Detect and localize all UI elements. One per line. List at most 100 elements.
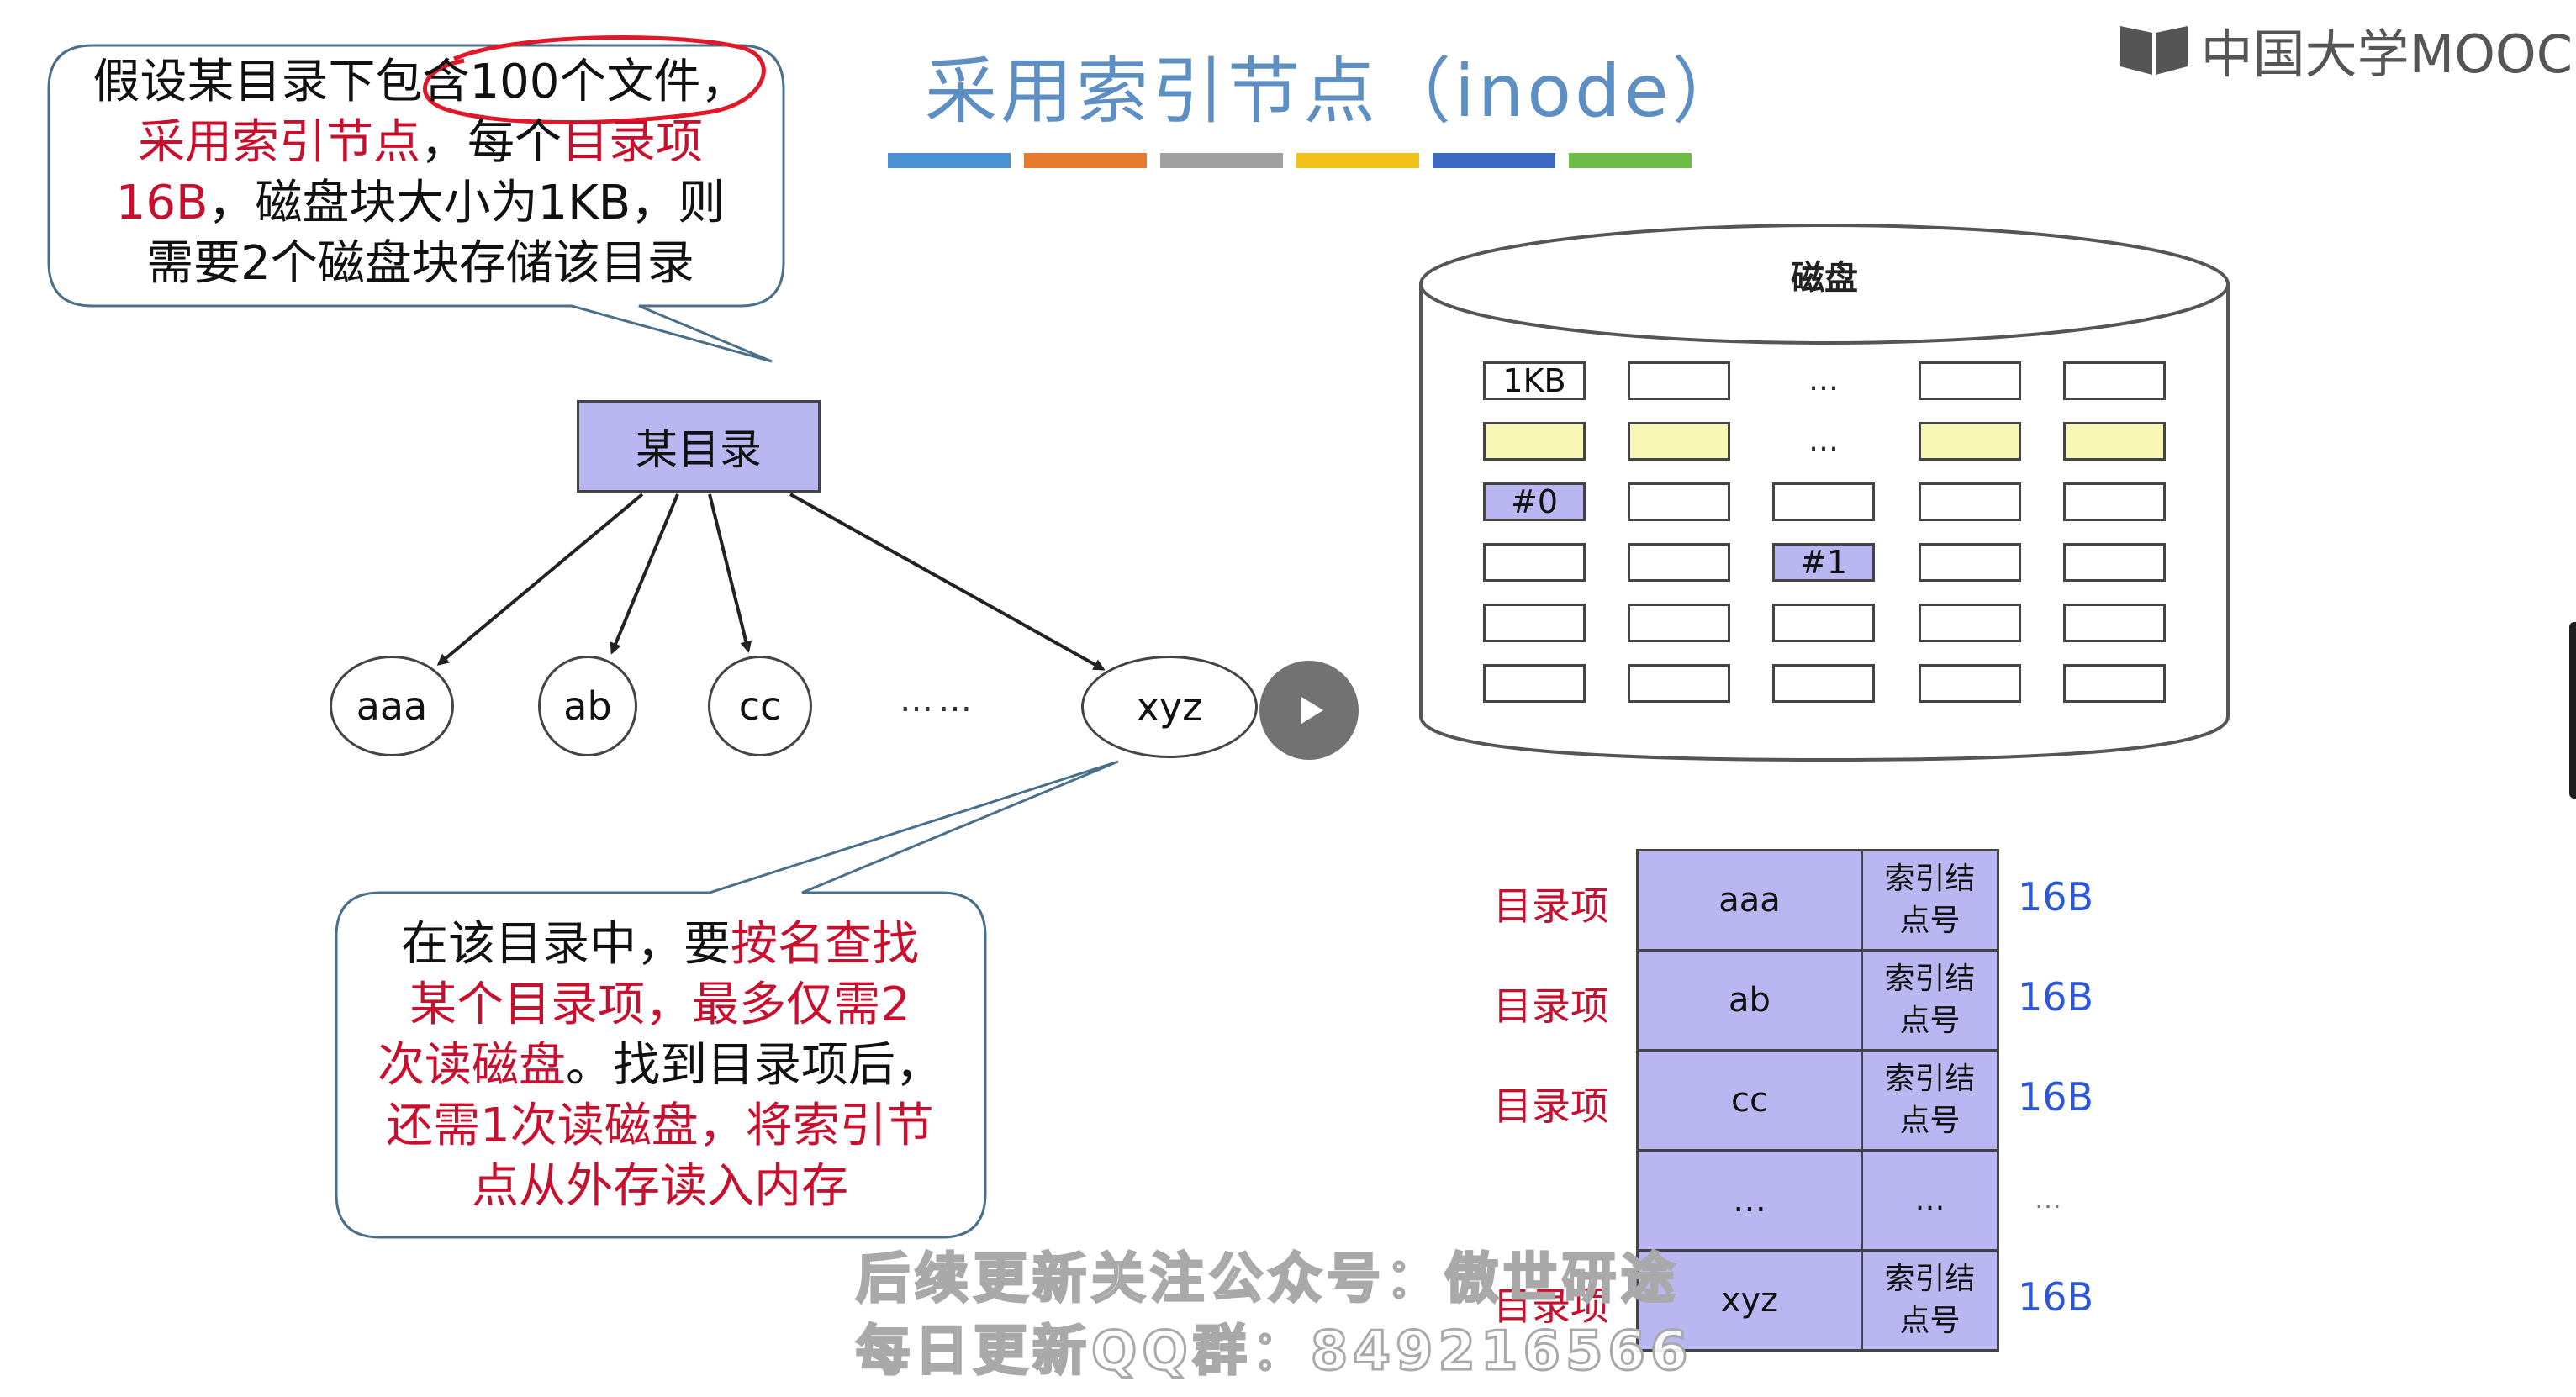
disk-block [1919,664,2021,703]
callout-line: 需要2个磁盘块存储该目录 [146,236,694,291]
disk-block [1919,422,2021,461]
callout-red-text: 次读磁盘 [377,1038,566,1093]
callout-red-text: 目录项 [562,115,703,170]
color-bar-segment [888,153,1011,168]
disk-ellipsis: … [1808,424,1839,458]
disk-block [1628,422,1730,461]
disk-block [2063,361,2166,400]
file-node-aaa: aaa [330,656,454,756]
directory-node: 某目录 [577,400,821,493]
color-bar-segment [1024,153,1147,168]
callout-red-text: 采用索引节点 [138,115,420,170]
disk-block: #1 [1772,543,1875,582]
callout-line: 。找到目录项后， [566,1038,942,1093]
entry-inode-cell: 索引结点号 [1861,1249,1999,1352]
disk-block [1628,543,1730,582]
entry-size-label: 16B [2018,1274,2094,1320]
side-panel-handle[interactable] [2569,622,2576,799]
disk-block [1483,664,1586,703]
callout-red-text: 还需1次读磁盘，将索引节 [386,1099,934,1153]
disk-block [2063,604,2166,642]
inode-label-line: 点号 [1899,1304,1961,1338]
entry-inode-cell: 索引结点号 [1861,949,1999,1052]
disk-block [1919,361,2021,400]
book-logo-icon [2119,26,2188,75]
tree-ellipsis: …… [900,681,977,720]
disk-block [1628,361,1730,400]
disk-block [2063,543,2166,582]
entry-inode-cell: … [1861,1149,1999,1252]
inode-number-label: 索引结点号 [1884,1058,1975,1142]
bottom-callout-text: 在该目录中，要按名查找 某个目录项，最多仅需2 次读磁盘。找到目录项后， 还需1… [345,915,975,1217]
entry-label: 目录项 [1493,1083,1609,1129]
disk-block [2063,482,2166,521]
entry-inode-cell: 索引结点号 [1861,1049,1999,1152]
entry-filename-cell: xyz [1636,1249,1863,1352]
inode-label-line: 索引结 [1884,1262,1976,1296]
entry-ellipsis: … [1914,1183,1945,1217]
color-bar-segment [1433,153,1555,168]
disk-cylinder [1419,284,2230,762]
bottom-callout-bubble [335,760,1119,1239]
callout-red-text: 点从外存读入内存 [472,1159,848,1214]
disk-label: 磁盘 [1791,259,1858,298]
disk-block [1483,604,1586,642]
disk-block [2063,422,2166,461]
disk-ellipsis: … [1808,363,1839,398]
color-bar-segment [1569,153,1692,168]
red-annotation-circle [422,34,766,125]
file-node-xyz: xyz [1081,656,1258,758]
inode-number-label: 索引结点号 [1884,958,1975,1042]
inode-label-line: 索引结 [1884,862,1976,896]
entry-size-label: 16B [2018,974,2094,1020]
callout-line: 假设某目录下包含100个文件， [92,55,748,109]
disk-block [1772,664,1875,703]
inode-number-label: 索引结点号 [1884,1258,1975,1342]
entry-filename-cell: cc [1636,1049,1863,1152]
logo-text: 中国大学MOOC [2200,24,2573,85]
callout-line: ，磁盘块大小为1KB，则 [208,176,726,230]
size-ellipsis: … [2035,1183,2061,1215]
disk-block [1919,604,2021,642]
disk-block [1628,664,1730,703]
mooc-logo: 中国大学MOOC [2119,12,2573,87]
disk-block [1483,422,1586,461]
disk-block [1919,482,2021,521]
callout-red-text: 某个目录项，最多仅需2 [409,978,911,1032]
entry-size-label: 16B [2018,874,2094,920]
disk-block [1483,543,1586,582]
entry-inode-cell: 索引结点号 [1861,849,1999,952]
disk-block [1772,482,1875,521]
entry-label: 目录项 [1493,1284,1609,1329]
callout-red-text: 16B [115,176,209,230]
watermark-line-2: 每日更新QQ群：849216566 [855,1320,1693,1384]
entry-filename-cell: ab [1636,949,1863,1052]
callout-line: 在该目录中，要 [401,917,731,972]
inode-label-line: 点号 [1899,1004,1961,1038]
play-button[interactable] [1259,661,1359,760]
inode-label-line: 索引结 [1884,962,1976,996]
top-callout-bubble [47,44,785,363]
top-callout-text: 假设某目录下包含100个文件， 采用索引节点，每个目录项 16B，磁盘块大小为1… [67,52,773,294]
entry-filename-cell: aaa [1636,849,1863,952]
disk-block [2063,664,2166,703]
entry-label: 目录项 [1493,983,1609,1029]
callout-line: ，每个 [420,115,562,170]
color-bar-segment [1296,153,1419,168]
slide-title: 采用索引节点（inode） [925,50,1748,134]
disk-block: 1KB [1483,361,1586,400]
entry-label: 目录项 [1493,883,1609,929]
inode-label-line: 点号 [1899,1104,1961,1138]
entry-size-label: 16B [2018,1074,2094,1120]
color-bar-segment [1160,153,1283,168]
inode-number-label: 索引结点号 [1884,858,1975,942]
inode-label-line: 点号 [1899,904,1961,938]
play-icon [1301,697,1323,724]
callout-red-text: 按名查找 [731,917,919,972]
inode-label-line: 索引结 [1884,1062,1976,1096]
disk-block [1628,482,1730,521]
watermark-line-1: 后续更新关注公众号：傲世研途 [855,1247,1680,1312]
disk-block [1628,604,1730,642]
file-node-cc: cc [708,656,812,756]
